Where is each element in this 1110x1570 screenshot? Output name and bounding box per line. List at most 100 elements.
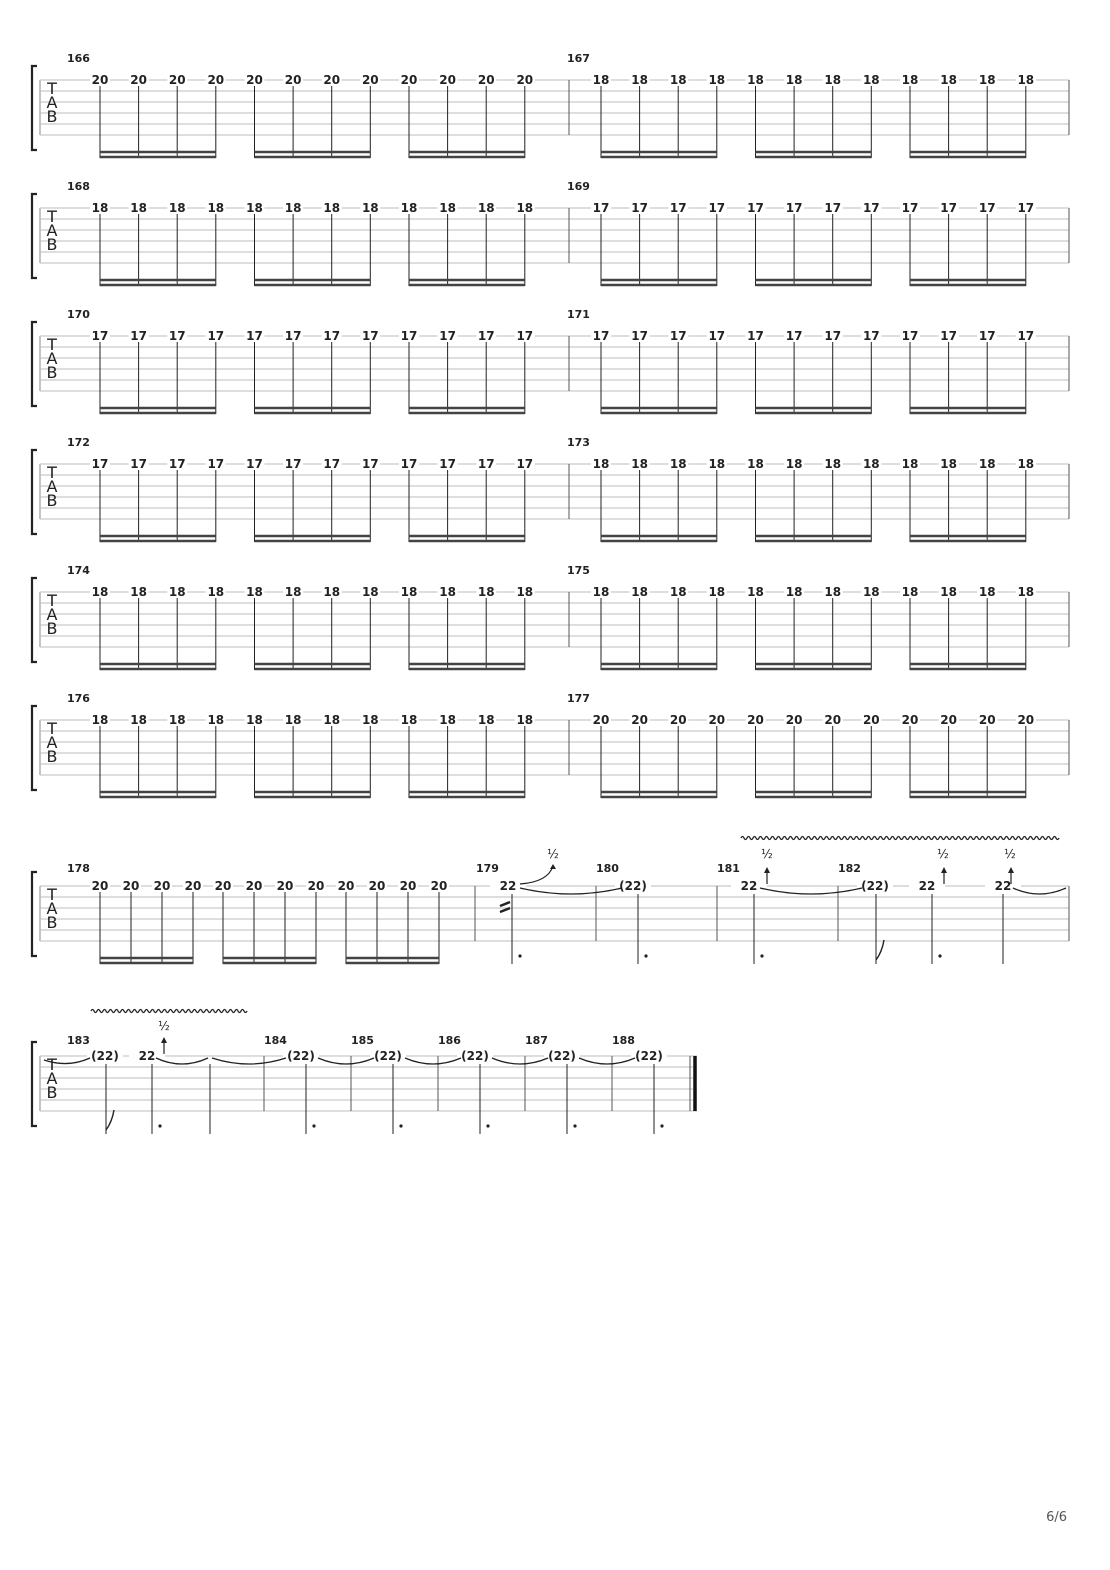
fret-mask: [822, 714, 843, 725]
fret-number: 18: [323, 585, 340, 599]
fret-number: 18: [323, 713, 340, 727]
tab-clef-letter: A: [47, 349, 58, 368]
fret-mask: [1015, 202, 1036, 213]
fret-number: (22): [861, 879, 889, 893]
fret-mask: [128, 458, 149, 469]
fret-mask: [706, 458, 727, 469]
fret-mask: [900, 458, 920, 469]
fret-number: 17: [92, 457, 109, 471]
tab-clef-letter: T: [46, 463, 57, 482]
fret-number: 17: [516, 329, 533, 343]
fret-number: 20: [940, 713, 957, 727]
fret-number: 17: [1017, 329, 1034, 343]
tab-clef-letter: A: [47, 221, 58, 240]
fret-mask: [476, 714, 497, 725]
system-bracket: [30, 192, 37, 280]
measure-number: 179: [476, 862, 499, 875]
fret-mask: [514, 202, 535, 213]
fret-number: 20: [362, 73, 379, 87]
fret-mask: [321, 202, 342, 213]
fret-mask: [938, 714, 959, 725]
fret-number: 18: [1017, 457, 1034, 471]
fret-mask: [591, 458, 611, 469]
fret-number: 17: [670, 329, 687, 343]
fret-number: 20: [154, 879, 171, 893]
fret-mask: [205, 74, 226, 85]
fret-number: 20: [786, 713, 803, 727]
fret-mask: [306, 880, 326, 891]
fret-mask: [321, 74, 342, 85]
fret-number: 18: [786, 73, 803, 87]
fret-number: 18: [979, 457, 996, 471]
measure-number: 172: [67, 436, 90, 449]
fret-mask: [938, 586, 959, 597]
fret-number: 18: [940, 457, 957, 471]
fret-mask: [977, 330, 998, 341]
dot: [760, 954, 764, 958]
measure-number: 177: [567, 692, 590, 705]
fret-number: 20: [400, 879, 417, 893]
fret-mask: [429, 880, 449, 891]
fret-mask: [360, 202, 381, 213]
fret-number: (22): [548, 1049, 576, 1063]
fret-mask: [370, 1050, 406, 1061]
fret-number: 20: [670, 713, 687, 727]
fret-number: 18: [824, 457, 841, 471]
fret-mask: [591, 202, 611, 213]
fret-number: 18: [362, 585, 379, 599]
fret-mask: [857, 880, 893, 891]
measure-number: 187: [525, 1034, 548, 1047]
fret-number: 18: [708, 73, 725, 87]
fret-number: 18: [516, 585, 533, 599]
fret-mask: [514, 458, 535, 469]
fret-mask: [861, 586, 882, 597]
measure-number: 167: [567, 52, 590, 65]
fret-number: 22: [741, 879, 758, 893]
fret-number: (22): [461, 1049, 489, 1063]
bend-label: ½: [547, 847, 559, 861]
fret-number: 20: [215, 879, 232, 893]
fret-number: (22): [374, 1049, 402, 1063]
tab-clef-letter: A: [47, 899, 58, 918]
fret-number: 20: [246, 73, 263, 87]
measure-number: 170: [67, 308, 90, 321]
fret-mask: [128, 330, 149, 341]
fret-mask: [244, 74, 265, 85]
fret-mask: [437, 714, 458, 725]
fret-mask: [360, 586, 381, 597]
fret-mask: [244, 458, 265, 469]
system-bracket: [30, 576, 37, 664]
fret-mask: [938, 202, 959, 213]
fret-number: 18: [207, 201, 224, 215]
fret-number: 18: [130, 713, 147, 727]
fret-mask: [490, 880, 526, 891]
fret-number: (22): [635, 1049, 663, 1063]
fret-number: 17: [747, 329, 764, 343]
fret-mask: [900, 330, 920, 341]
bend-label: ½: [158, 1019, 170, 1033]
fret-mask: [283, 202, 304, 213]
fret-number: 17: [439, 329, 456, 343]
fret-mask: [784, 330, 805, 341]
fret-number: 18: [593, 73, 610, 87]
tie: [317, 1057, 375, 1065]
fret-number: 17: [207, 329, 224, 343]
bend-arrow-head: [161, 1037, 167, 1043]
fret-mask: [900, 74, 920, 85]
fret-mask: [205, 330, 226, 341]
fret-number: 17: [285, 329, 302, 343]
fret-mask: [244, 202, 265, 213]
fret-mask: [631, 1050, 667, 1061]
measure-number: 186: [438, 1034, 461, 1047]
fret-mask: [629, 330, 650, 341]
tab-clef-letter: T: [46, 885, 57, 904]
fret-mask: [706, 586, 727, 597]
fret-mask: [90, 714, 110, 725]
fret-mask: [457, 1050, 493, 1061]
measure-number: 166: [67, 52, 90, 65]
fret-number: 18: [747, 73, 764, 87]
fret-number: 18: [863, 585, 880, 599]
fret-number: 17: [92, 329, 109, 343]
fret-mask: [861, 74, 882, 85]
